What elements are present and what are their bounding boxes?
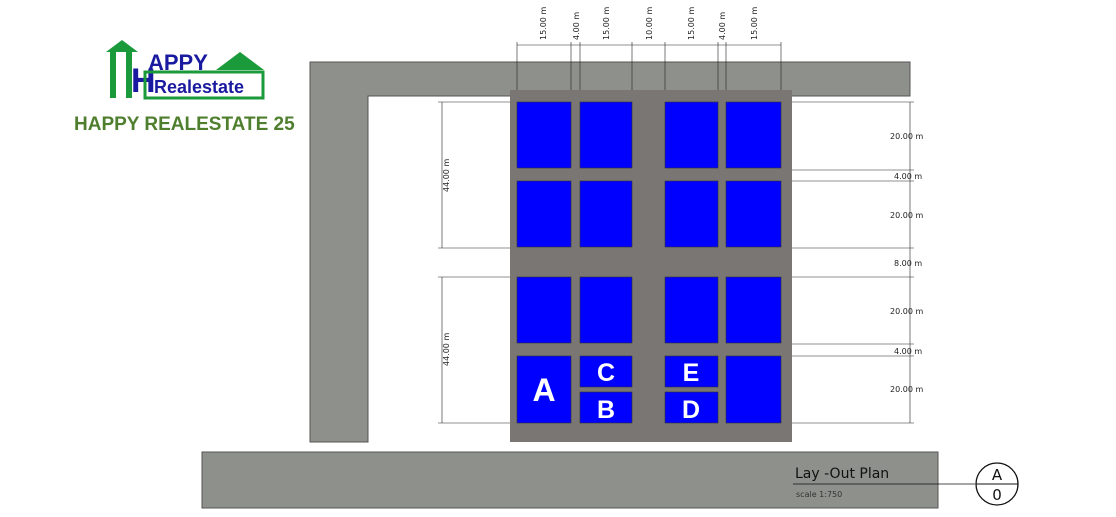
plan-scale: scale 1:750 [796, 490, 842, 499]
plot[interactable] [725, 355, 782, 424]
logo-arrow-icon [106, 40, 138, 52]
plot-label-b: B [597, 396, 615, 424]
plot-a[interactable] [516, 355, 572, 424]
plot[interactable] [516, 180, 572, 248]
logo-letter: H [131, 62, 156, 100]
plot-e[interactable] [664, 355, 719, 388]
top-dim-label: 15.00 m [602, 7, 611, 40]
plot-grid: A C B E D [516, 101, 782, 424]
right-dim-label: 8.00 m [894, 259, 922, 268]
road-upper [309, 61, 911, 443]
plot[interactable] [725, 276, 782, 344]
plot[interactable] [579, 101, 633, 169]
top-dim-label: 15.00 m [687, 7, 696, 40]
plan-title: Lay -Out Plan [795, 466, 889, 482]
company-logo: H APPY Realestate HAPPY REALESTATE 25 [74, 40, 295, 135]
top-dim-label: 15.00 m [750, 7, 759, 40]
top-dim-label: 4.00 m [718, 12, 727, 40]
logo-caption: HAPPY REALESTATE 25 [74, 114, 295, 135]
plot[interactable] [516, 276, 572, 344]
road-lower [201, 451, 939, 509]
plot[interactable] [516, 101, 572, 169]
top-dim-label: 10.00 m [645, 7, 654, 40]
right-dim-label: 20.00 m [890, 307, 923, 316]
left-dim-label: 44.00 m [442, 333, 451, 366]
title-block: Lay -Out Plan scale 1:750 A 0 [793, 462, 1019, 506]
plot[interactable] [664, 276, 719, 344]
top-dimension-labels: 15.00 m 4.00 m 15.00 m 10.00 m 15.00 m 4… [539, 7, 759, 40]
plot[interactable] [725, 180, 782, 248]
plot-label-a: A [532, 372, 555, 408]
left-dim-label: 44.00 m [442, 159, 451, 192]
logo-pillar-left [110, 50, 116, 98]
logo-pillar-right [126, 50, 132, 98]
plot[interactable] [664, 180, 719, 248]
plot-label-d: D [682, 396, 700, 424]
plot-c[interactable] [579, 355, 633, 388]
plot[interactable] [579, 180, 633, 248]
right-dim-label: 20.00 m [890, 385, 923, 394]
plot-label-c: C [597, 359, 615, 387]
top-dimensions [516, 42, 782, 90]
plot[interactable] [579, 276, 633, 344]
logo-roof-icon [216, 52, 264, 70]
plot-label-e: E [683, 359, 700, 387]
right-dim-label: 20.00 m [890, 132, 923, 141]
section-symbol-bottom: 0 [992, 486, 1002, 504]
plot[interactable] [664, 101, 719, 169]
logo-word-bottom: Realestate [154, 77, 244, 97]
right-dim-label: 4.00 m [894, 172, 922, 181]
section-symbol-top: A [992, 466, 1003, 484]
right-dim-label: 4.00 m [894, 347, 922, 356]
plot-d[interactable] [664, 391, 719, 424]
right-dimension-labels: 20.00 m 4.00 m 20.00 m 8.00 m 20.00 m 4.… [890, 132, 923, 394]
left-dimensions [438, 101, 510, 424]
plot-b[interactable] [579, 391, 633, 424]
top-dim-label: 15.00 m [539, 7, 548, 40]
right-dimensions [792, 101, 914, 424]
logo-word-frame [143, 70, 265, 100]
top-dim-label: 4.00 m [572, 12, 581, 40]
right-dim-label: 20.00 m [890, 211, 923, 220]
plot[interactable] [725, 101, 782, 169]
